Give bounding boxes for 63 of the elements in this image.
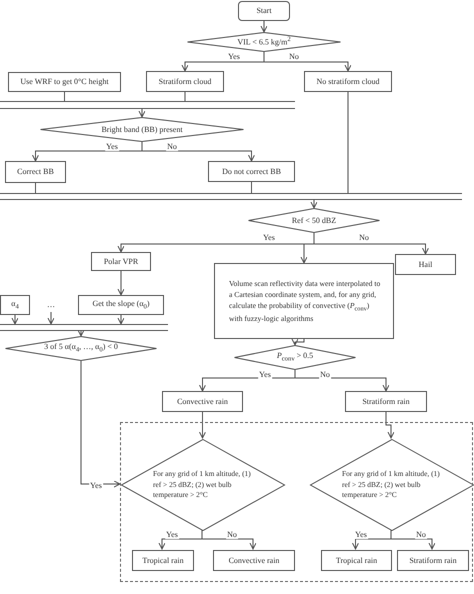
process-box: Get the slope (α$_{0}$) — [78, 295, 164, 315]
decision-diamond — [121, 439, 285, 531]
decision-text: P$_{conv}$ > 0.5 — [276, 351, 314, 364]
decision-diamond — [234, 345, 356, 370]
dashed-group-box — [120, 422, 473, 582]
edge-label: No — [358, 234, 370, 242]
edge-label: Yes — [262, 234, 276, 242]
decision-text: 3 of 5 α(α$_{4}$, …, α$_{0}$) < 0 — [44, 342, 118, 355]
arrow — [142, 142, 255, 162]
arrow — [386, 412, 394, 438]
edge-label: No — [226, 531, 238, 539]
arrow — [118, 314, 124, 324]
arrow — [138, 108, 146, 118]
arrow — [310, 200, 318, 208]
decision-diamond — [40, 117, 244, 142]
decision-text: Bright band (BB) present — [101, 124, 183, 134]
edge-label: Yes — [258, 371, 272, 379]
arrow — [292, 338, 304, 346]
arrow — [390, 530, 436, 550]
decision-text: VIL < 6.5 kg/m$^{2}$ — [237, 36, 291, 48]
sync-bar — [0, 193, 462, 200]
edge-label: No — [319, 371, 331, 379]
edge-label: No — [415, 531, 427, 539]
process-box: Convective rain — [213, 550, 295, 571]
process-box: Convective rain — [162, 391, 243, 412]
edge-label: Yes — [354, 531, 368, 539]
process-box: Do not correct BB — [208, 161, 295, 182]
decision-diamond — [248, 208, 380, 233]
process-box: Correct BB — [5, 161, 66, 183]
process-box: No stratiform cloud — [304, 71, 392, 92]
process-box: Stratiform cloud — [146, 71, 224, 92]
arrow — [12, 314, 18, 324]
arrow — [294, 370, 390, 392]
arrow — [202, 530, 256, 550]
arrow — [314, 232, 429, 254]
process-box: Polar VPR — [91, 252, 151, 271]
process-box: Tropical rain — [321, 550, 392, 571]
edge-label: Yes — [227, 53, 241, 61]
edge-label: Yes — [105, 143, 119, 151]
edge-label: No — [288, 53, 300, 61]
process-box: Stratiform rain — [345, 391, 427, 412]
process-box: Tropical rain — [132, 550, 194, 571]
sync-bar — [0, 324, 168, 331]
edge-label: No — [166, 143, 178, 151]
ellipsis-text: … — [40, 298, 62, 312]
decision-diamond — [187, 32, 341, 52]
arrow — [260, 20, 268, 32]
process-box: Hail — [395, 254, 456, 275]
sync-bar — [0, 101, 295, 109]
decision-diamond — [5, 336, 157, 361]
process-box: α$_{4}$ — [0, 295, 30, 315]
arrow — [48, 312, 54, 324]
process-box: Stratiform rain — [397, 550, 469, 571]
edge-label: Yes — [165, 531, 179, 539]
arrow — [199, 412, 206, 438]
start-terminal: Start — [238, 1, 290, 21]
arrow — [118, 270, 124, 296]
decision-diamond — [310, 439, 474, 531]
process-box: Use WRF to get 0°C height — [8, 72, 121, 92]
decision-text: Ref < 50 dBZ — [292, 216, 336, 226]
edge-label: Yes — [89, 482, 103, 490]
arrow — [78, 330, 84, 336]
arrow — [80, 360, 120, 488]
